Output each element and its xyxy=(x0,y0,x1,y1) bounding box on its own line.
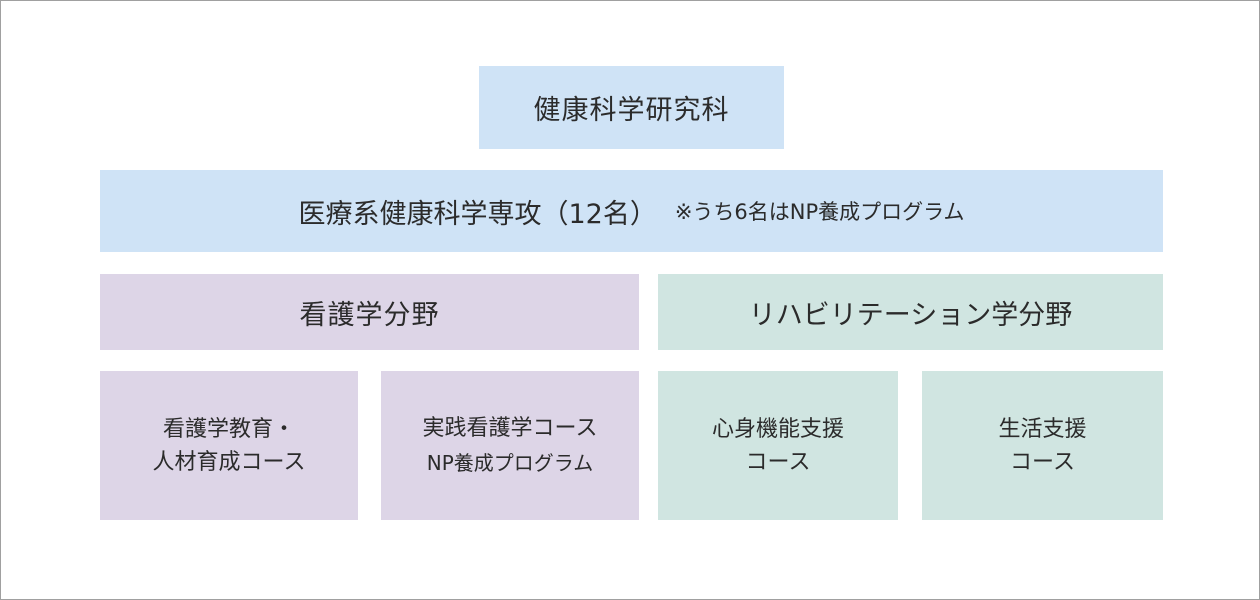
course-box-life-support: 生活支援 コース xyxy=(922,371,1163,520)
nursing-field-box: 看護学分野 xyxy=(100,274,639,350)
course-box-practical-nursing: 実践看護学コース NP養成プログラム xyxy=(381,371,639,520)
course-box-nursing-education: 看護学教育・ 人材育成コース xyxy=(100,371,358,520)
major-label: 医療系健康科学専攻（12名） xyxy=(298,198,657,230)
nursing-field-label: 看護学分野 xyxy=(299,299,440,331)
rehabilitation-field-box: リハビリテーション学分野 xyxy=(658,274,1163,350)
course-line: コース xyxy=(1010,449,1075,475)
major-note: ※うち6名はNP養成プログラム xyxy=(674,200,965,224)
course-line: コース xyxy=(745,449,811,475)
course-line: 心身機能支援 xyxy=(711,416,844,442)
graduate-school-box: 健康科学研究科 xyxy=(479,66,784,149)
course-box-physical-function-support: 心身機能支援 コース xyxy=(658,371,898,520)
course-line: 看護学教育・ xyxy=(162,416,295,442)
major-box: 医療系健康科学専攻（12名） ※うち6名はNP養成プログラム xyxy=(100,170,1163,252)
course-line: 生活支援 xyxy=(998,416,1087,442)
graduate-school-label: 健康科学研究科 xyxy=(533,95,730,126)
course-line: 人材育成コース xyxy=(152,449,306,475)
rehabilitation-field-label: リハビリテーション学分野 xyxy=(748,299,1073,331)
course-line: NP養成プログラム xyxy=(426,450,594,475)
course-line: 実践看護学コース xyxy=(422,415,598,441)
